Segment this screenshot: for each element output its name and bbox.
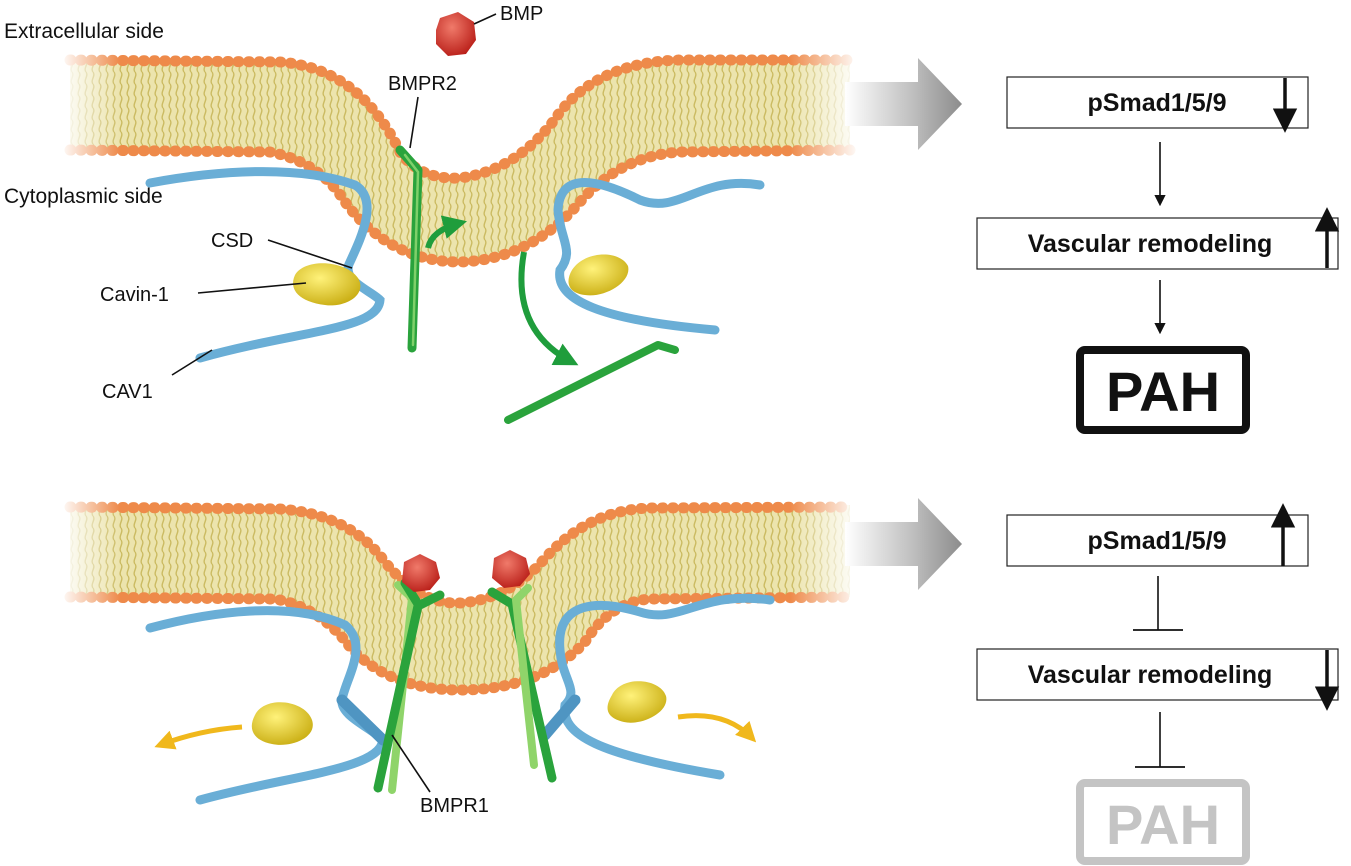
leader-cav1 [171,349,213,376]
yellow-arrow-right [677,713,757,743]
label-bmpr1: BMPR1 [420,795,489,817]
label-bmpr2: BMPR2 [388,73,457,95]
gray-arrow-top [845,58,962,150]
receptor-complex-left [373,578,445,794]
cav1-right-bottom [555,593,775,780]
cavin1-top-left [293,263,361,306]
label-cavin1: Cavin-1 [100,284,169,306]
cavin1-bottom-left [251,702,313,745]
outer-leaflet [64,54,856,184]
membrane-top [60,40,860,268]
remodeling-box-bottom [976,648,1339,701]
psmad-label-top: pSmad1/5/9 [1088,89,1227,117]
leader-csd [267,239,353,269]
bmp-ligand-bottom-left [402,554,440,592]
remodeling-box-top [976,217,1339,270]
inhibition-bar-bottom-2 [1135,712,1185,768]
psmad-box-top [1006,76,1309,129]
leader-bmpr2 [409,96,419,149]
inhibition-bar-bottom-1 [1133,576,1183,631]
label-bmp: BMP [500,3,543,25]
label-extracellular: Extracellular side [4,20,164,43]
membrane-bottom [60,488,860,696]
psmad-label-bottom: pSmad1/5/9 [1088,527,1227,555]
cavin1-bottom-right [607,681,667,723]
inner-leaflet [64,591,856,696]
pah-box-top [1076,346,1250,434]
pah-label-bottom: PAH [1106,793,1220,856]
remodeling-label-top: Vascular remodeling [1028,230,1273,258]
receptor-complex-right [487,584,557,783]
leader-bmpr1 [391,734,431,793]
leader-bmp [473,13,497,25]
label-cav1: CAV1 [102,381,153,403]
pah-box-bottom [1076,779,1250,865]
lipid-bilayer [70,505,850,690]
pah-label-top: PAH [1106,360,1220,423]
label-csd: CSD [211,230,253,252]
cavin1-top-right [568,254,629,296]
psmad-box-bottom [1006,514,1309,567]
remodeling-label-bottom: Vascular remodeling [1028,661,1273,689]
lipid-bilayer [70,58,850,262]
bmp-ligand-top [436,12,476,56]
yellow-arrow-left [154,724,243,750]
leader-cavin1 [197,282,307,294]
green-arrow-up [425,215,467,249]
bmpr2-internalized [504,341,679,424]
bmp-ligand-bottom-right [492,550,530,588]
cav1-left-top [145,167,385,363]
label-cytoplasmic: Cytoplasmic side [4,185,163,208]
green-arrow-down [518,251,579,366]
gray-arrow-bottom [845,498,962,590]
outer-leaflet [64,501,856,609]
cav1-right-top [553,178,765,335]
